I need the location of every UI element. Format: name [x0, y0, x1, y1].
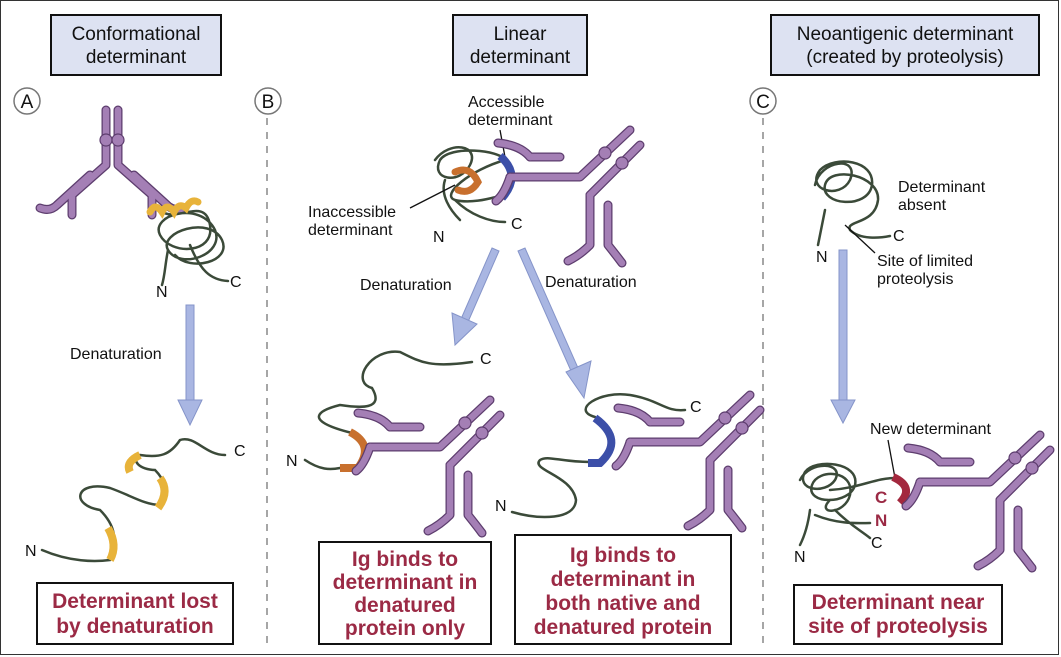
- determinant-absent-label: Determinant: [898, 179, 986, 196]
- accessible-label: Accessible: [468, 94, 545, 111]
- result-line: by denaturation: [56, 615, 214, 638]
- svg-text:B: B: [262, 92, 275, 113]
- leader-line: [409, 184, 456, 209]
- result-line: denatured: [354, 594, 456, 617]
- panel-badge-a: A: [13, 87, 41, 115]
- inaccessible-label: determinant: [308, 222, 393, 239]
- terminal-n: N: [816, 249, 828, 266]
- terminal-n: N: [156, 284, 168, 301]
- terminal-c: C: [871, 535, 883, 552]
- native-protein-a: [146, 197, 230, 287]
- proteolysis-site-label: Site of limited: [877, 253, 973, 270]
- leader-line: [844, 224, 876, 254]
- title-line: (created by proteolysis): [806, 47, 1003, 68]
- inaccessible-label: Inaccessible: [308, 204, 396, 221]
- denatured-protein-a: [40, 437, 227, 563]
- title-box-neoantigenic: Neoantigenic determinant (created by pro…: [770, 14, 1040, 76]
- inaccessible-epitope: [451, 166, 482, 195]
- result-line: Ig binds to: [570, 544, 676, 567]
- result-line: Determinant near: [812, 591, 985, 614]
- terminal-c: C: [511, 216, 523, 233]
- result-box-a: Determinant lost by denaturation: [36, 582, 234, 645]
- panel-badge-c: C: [749, 87, 777, 115]
- svg-text:C: C: [756, 92, 770, 113]
- leader-line: [887, 439, 896, 479]
- result-box-c: Determinant near site of proteolysis: [793, 584, 1003, 645]
- new-determinant-label: New determinant: [870, 421, 992, 438]
- cleaved-terminal-c: C: [875, 488, 887, 507]
- panel-badge-b: B: [254, 87, 282, 115]
- cleaved-terminal-n: N: [875, 511, 887, 530]
- title-line: Conformational: [72, 24, 201, 45]
- antibody-icon: [616, 395, 760, 528]
- denatured-protein-right: [510, 392, 687, 519]
- result-line: determinant in: [551, 568, 696, 591]
- result-line: denatured protein: [534, 616, 713, 639]
- cleaved-protein-c: [798, 462, 911, 547]
- native-protein-c: [813, 160, 892, 247]
- conformational-epitope: [146, 197, 202, 219]
- svg-text:A: A: [21, 92, 34, 113]
- terminal-c: C: [893, 228, 905, 245]
- result-box-b-right: Ig binds to determinant in both native a…: [514, 534, 732, 645]
- title-line: Linear: [494, 24, 547, 45]
- result-line: Determinant lost: [52, 590, 218, 613]
- terminal-c: C: [690, 399, 702, 416]
- denatured-epitope: [588, 414, 616, 467]
- terminal-n: N: [25, 543, 37, 560]
- terminal-c: C: [234, 443, 246, 460]
- title-box-linear: Linear determinant: [452, 14, 588, 76]
- denaturation-arrow-left: [451, 247, 500, 347]
- antibody-icon: [356, 400, 500, 533]
- result-line: site of proteolysis: [808, 615, 988, 638]
- antibody-icon: [40, 110, 184, 215]
- proteolysis-site-label: proteolysis: [877, 271, 953, 288]
- terminal-n: N: [794, 549, 806, 566]
- denaturation-label: Denaturation: [545, 274, 637, 291]
- title-box-conformational: Conformational determinant: [50, 14, 222, 76]
- native-protein-b: [433, 146, 516, 224]
- result-line: determinant in: [333, 571, 478, 594]
- title-line: Neoantigenic determinant: [797, 24, 1014, 45]
- antibody-icon: [496, 130, 640, 263]
- terminal-n: N: [433, 229, 445, 246]
- antibody-icon: [906, 435, 1050, 568]
- determinant-absent-label: absent: [898, 197, 947, 214]
- accessible-label: determinant: [468, 112, 553, 129]
- denaturation-label: Denaturation: [360, 277, 452, 294]
- neo-epitope: [891, 473, 911, 506]
- denaturation-arrow-a: [177, 304, 203, 427]
- result-box-b-left: Ig binds to determinant in denatured pro…: [318, 541, 492, 645]
- terminal-c: C: [480, 351, 492, 368]
- result-line: Ig binds to: [352, 548, 458, 571]
- denaturation-label: Denaturation: [70, 346, 162, 363]
- denaturation-arrow-right: [517, 247, 592, 400]
- terminal-c: C: [230, 274, 242, 291]
- result-line: both native and: [545, 592, 700, 615]
- title-line: determinant: [86, 47, 187, 68]
- title-line: determinant: [470, 47, 571, 68]
- terminal-n: N: [495, 498, 507, 515]
- proteolysis-arrow: [830, 249, 856, 425]
- terminal-n: N: [286, 453, 298, 470]
- result-line: protein only: [345, 617, 465, 640]
